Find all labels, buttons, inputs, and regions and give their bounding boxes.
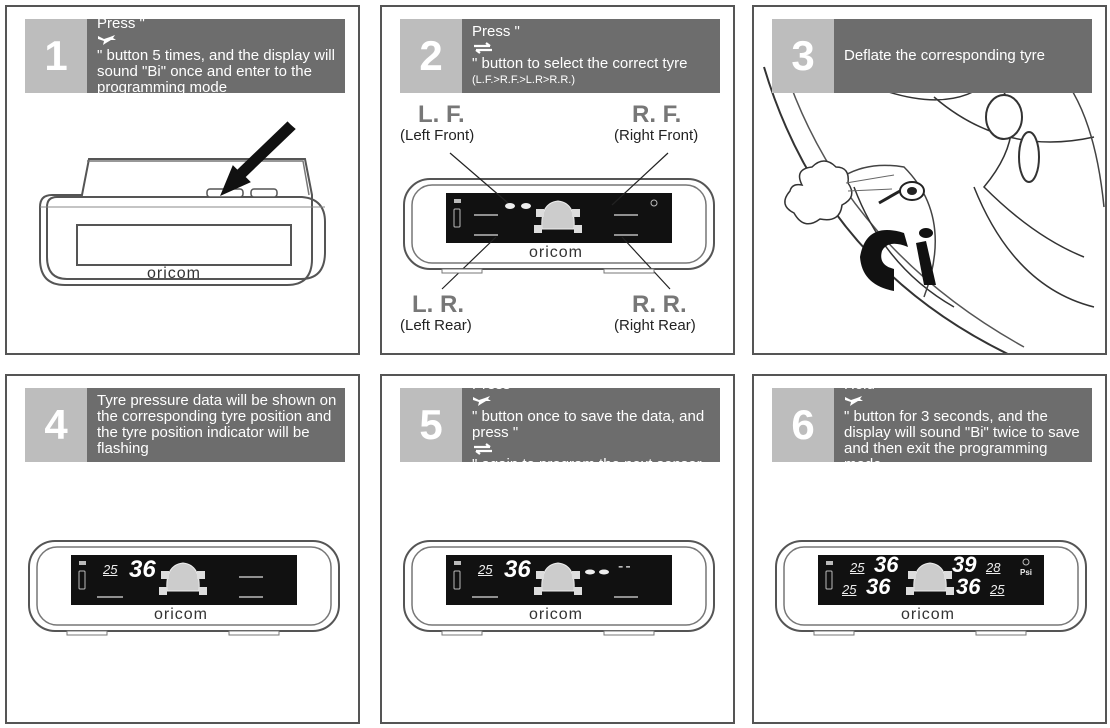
step-instruction: Press " " button once to save the data, …	[472, 377, 714, 473]
lcd-lf-big: 36	[504, 556, 531, 583]
step-1-header: 1 Press " " button 5 times, and the disp…	[25, 16, 345, 96]
lcd-rf-small: 28	[986, 560, 1001, 575]
lcd-lf-big: 36	[874, 552, 899, 577]
step-4-panel: 4 Tyre pressure data will be shown on th…	[5, 374, 360, 724]
label-rf: R. F.	[632, 101, 682, 128]
brand-logo-text: oricom	[154, 606, 209, 623]
wrench-icon	[97, 32, 339, 48]
step-number: 3	[772, 19, 834, 93]
lcd-lf-small: 25	[850, 560, 865, 575]
step-1-panel: 1 Press " " button 5 times, and the disp…	[5, 5, 360, 355]
step-instruction: Tyre pressure data will be shown on the …	[97, 392, 337, 457]
step-2-header: 2 Press " " button to select the correct…	[400, 19, 720, 93]
step-number: 2	[400, 19, 462, 93]
brand-logo-text: oricom	[901, 606, 956, 623]
lcd-lf-small: 25	[478, 562, 493, 577]
step-4-header: 4 Tyre pressure data will be shown on th…	[25, 388, 345, 462]
label-rf-full: (Right Front)	[614, 127, 699, 144]
step-instruction: Hold " " button for 3 seconds, and the d…	[844, 377, 1086, 473]
step-6-header: 6 Hold " " button for 3 seconds, and the…	[772, 377, 1092, 473]
label-rr: R. R.	[632, 291, 687, 318]
step-number: 5	[400, 388, 462, 462]
step-2-panel: 2 Press " " button to select the correct…	[380, 5, 735, 355]
label-rr-full: (Right Rear)	[614, 317, 696, 334]
brand-logo-text: oricom	[529, 244, 584, 261]
lcd-lr-small: 25	[842, 582, 857, 597]
step-3-header: 3 Deflate the corresponding tyre	[772, 19, 1092, 93]
step-instruction: Deflate the corresponding tyre	[844, 47, 1045, 64]
label-lr-full: (Left Rear)	[400, 317, 472, 334]
device-front-illustration	[403, 152, 715, 290]
brand-logo-text: oricom	[147, 265, 202, 282]
step-instruction: Press " " button to select the correct t…	[472, 23, 688, 87]
device-display-illustration	[403, 540, 715, 636]
device-display-illustration	[775, 540, 1087, 636]
label-lf: L. F.	[418, 101, 465, 128]
lcd-lf-small: 25	[103, 562, 118, 577]
label-lf-full: (Left Front)	[400, 127, 475, 144]
lcd-unit: Psi	[1020, 568, 1033, 577]
step-5-header: 5 Press " " button once to save the data…	[400, 377, 720, 473]
step-5-panel: 5 Press " " button once to save the data…	[380, 374, 735, 724]
lcd-lr-big: 36	[866, 574, 891, 599]
brand-logo-text: oricom	[529, 606, 584, 623]
step-6-panel: 6 Hold " " button for 3 seconds, and the…	[752, 374, 1107, 724]
step-number: 6	[772, 388, 834, 462]
lcd-rr-small: 25	[990, 582, 1005, 597]
step-number: 1	[25, 19, 87, 93]
label-lr: L. R.	[412, 291, 464, 318]
lcd-rf-dashes: --	[618, 558, 633, 575]
tyre-deflate-illustration	[763, 66, 1105, 353]
swap-arrows-icon	[472, 441, 714, 457]
step-number: 4	[25, 388, 87, 462]
device-top-illustration	[39, 121, 326, 286]
wrench-icon	[844, 393, 1086, 409]
device-display-illustration	[28, 540, 340, 636]
step-instruction: Press " " button 5 times, and the displa…	[97, 16, 339, 96]
lcd-rf-big: 39	[952, 552, 977, 577]
swap-arrows-icon	[472, 40, 687, 56]
lcd-rr-big: 36	[956, 574, 981, 599]
lcd-lf-big: 36	[129, 556, 156, 583]
wrench-icon	[472, 393, 714, 409]
step-3-panel: 3 Deflate the corresponding tyre	[752, 5, 1107, 355]
